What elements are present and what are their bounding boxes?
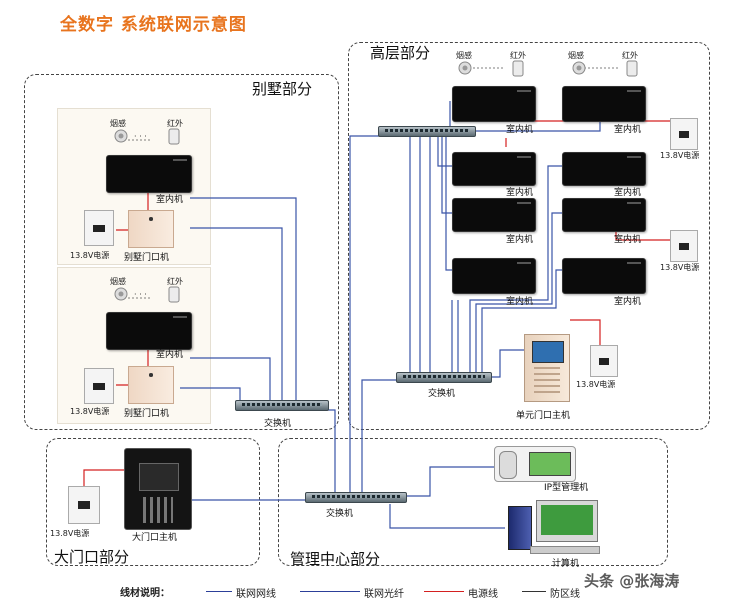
gate-host-label: 大门口主机 — [132, 533, 178, 543]
legend-line-zone — [522, 591, 546, 592]
unit-door-label: 单元门口主机 — [516, 411, 571, 421]
legend-line-fiber — [300, 591, 360, 592]
region-high-rise — [348, 42, 710, 430]
legend-line-ethernet — [206, 591, 232, 592]
high-rise-switch-label: 交换机 — [428, 389, 456, 399]
unit-door-station — [524, 334, 570, 402]
indoor-label: 室内机 — [506, 188, 534, 198]
high-rise-indoor-monitor — [452, 258, 536, 294]
power-supply — [590, 345, 618, 377]
smoke-label: 烟感 — [110, 119, 126, 128]
power-label: 13.8V电源 — [70, 407, 110, 416]
villa-door-station — [128, 366, 174, 404]
region-management — [278, 438, 668, 566]
power-label: 13.8V电源 — [660, 263, 700, 272]
region-villa — [24, 74, 339, 430]
indoor-label: 室内机 — [614, 235, 642, 245]
legend-title: 线材说明： — [120, 588, 170, 599]
high-rise-indoor-monitor — [562, 258, 646, 294]
ip-manager-handset — [499, 451, 517, 479]
infrared-detector-icon — [512, 60, 524, 77]
computer-monitor — [536, 500, 598, 542]
legend-power: 电源线 — [468, 589, 498, 600]
infrared-detector-icon — [626, 60, 638, 77]
legend-fiber: 联网光纤 — [364, 589, 404, 600]
region-label-high-rise: 高层部分 — [370, 44, 431, 62]
high-rise-switch — [396, 372, 492, 383]
watermark-text: 头条 @张海涛 — [584, 572, 680, 590]
power-label: 13.8V电源 — [576, 380, 616, 389]
power-supply — [84, 368, 114, 404]
villa-network-switch — [235, 400, 329, 411]
diagram-title: 全数字 系统联网示意图 — [60, 15, 247, 35]
power-supply — [670, 230, 698, 262]
region-label-management: 管理中心部分 — [290, 550, 381, 568]
high-rise-indoor-monitor — [562, 152, 646, 186]
infrared-label: 红外 — [510, 51, 526, 60]
high-rise-indoor-monitor — [452, 86, 536, 122]
infrared-label: 红外 — [167, 119, 183, 128]
indoor-label: 室内机 — [614, 297, 642, 307]
infrared-detector-icon — [168, 128, 180, 145]
gate-host-keypad — [143, 497, 173, 523]
smoke-label: 烟感 — [456, 51, 472, 60]
smoke-label: 烟感 — [568, 51, 584, 60]
dots: · · · — [134, 132, 147, 141]
main-network-switch — [305, 492, 407, 503]
indoor-label: 室内机 — [506, 125, 534, 135]
legend-zone: 防区线 — [550, 589, 580, 600]
ip-manager-screen — [529, 452, 571, 476]
main-switch-label: 交换机 — [326, 509, 354, 519]
infrared-label: 红外 — [167, 277, 183, 286]
power-supply — [84, 210, 114, 246]
villa-door-label: 别墅门口机 — [124, 409, 170, 419]
indoor-label: 室内机 — [614, 188, 642, 198]
power-supply — [68, 486, 100, 524]
high-rise-indoor-monitor — [452, 152, 536, 186]
high-rise-indoor-monitor — [562, 86, 646, 122]
legend-line-power — [424, 591, 464, 592]
indoor-label: 室内机 — [506, 235, 534, 245]
infrared-label: 红外 — [622, 51, 638, 60]
power-label: 13.8V电源 — [660, 151, 700, 160]
region-main-gate — [46, 438, 260, 566]
gate-host-screen — [139, 463, 179, 491]
smoke-detector-icon — [458, 61, 472, 75]
high-rise-indoor-monitor — [562, 198, 646, 232]
villa-indoor-monitor — [106, 155, 192, 193]
villa-indoor-monitor — [106, 312, 192, 350]
dots: · · · — [134, 290, 147, 299]
smoke-detector-icon — [114, 287, 128, 301]
legend-ethernet: 联网网线 — [236, 589, 276, 600]
villa-indoor-label: 室内机 — [156, 350, 184, 360]
villa-door-label: 别墅门口机 — [124, 253, 170, 263]
computer-tower — [508, 506, 532, 550]
power-label: 13.8V电源 — [50, 529, 90, 538]
computer-screen — [541, 505, 593, 535]
watermark: 头条 @张海涛 — [584, 570, 679, 591]
unit-door-keypad — [534, 367, 560, 393]
ip-manager-device — [494, 446, 576, 482]
indoor-label: 室内机 — [614, 125, 642, 135]
infrared-detector-icon — [168, 286, 180, 303]
indoor-label: 室内机 — [506, 297, 534, 307]
high-rise-indoor-monitor — [452, 198, 536, 232]
region-label-main-gate: 大门口部分 — [54, 548, 130, 566]
gate-host-station — [124, 448, 192, 530]
power-label: 13.8V电源 — [70, 251, 110, 260]
computer-keyboard — [530, 546, 600, 554]
power-supply — [670, 118, 698, 150]
smoke-detector-icon — [572, 61, 586, 75]
computer-label: 计算机 — [552, 559, 580, 569]
high-rise-top-switch — [378, 126, 476, 137]
smoke-label: 烟感 — [110, 277, 126, 286]
region-label-villa: 别墅部分 — [252, 80, 313, 98]
ip-manager-label: IP型管理机 — [544, 483, 589, 493]
villa-door-station — [128, 210, 174, 248]
villa-indoor-label: 室内机 — [156, 195, 184, 205]
villa-switch-label: 交换机 — [264, 419, 292, 429]
unit-door-screen — [532, 341, 564, 363]
smoke-detector-icon — [114, 129, 128, 143]
